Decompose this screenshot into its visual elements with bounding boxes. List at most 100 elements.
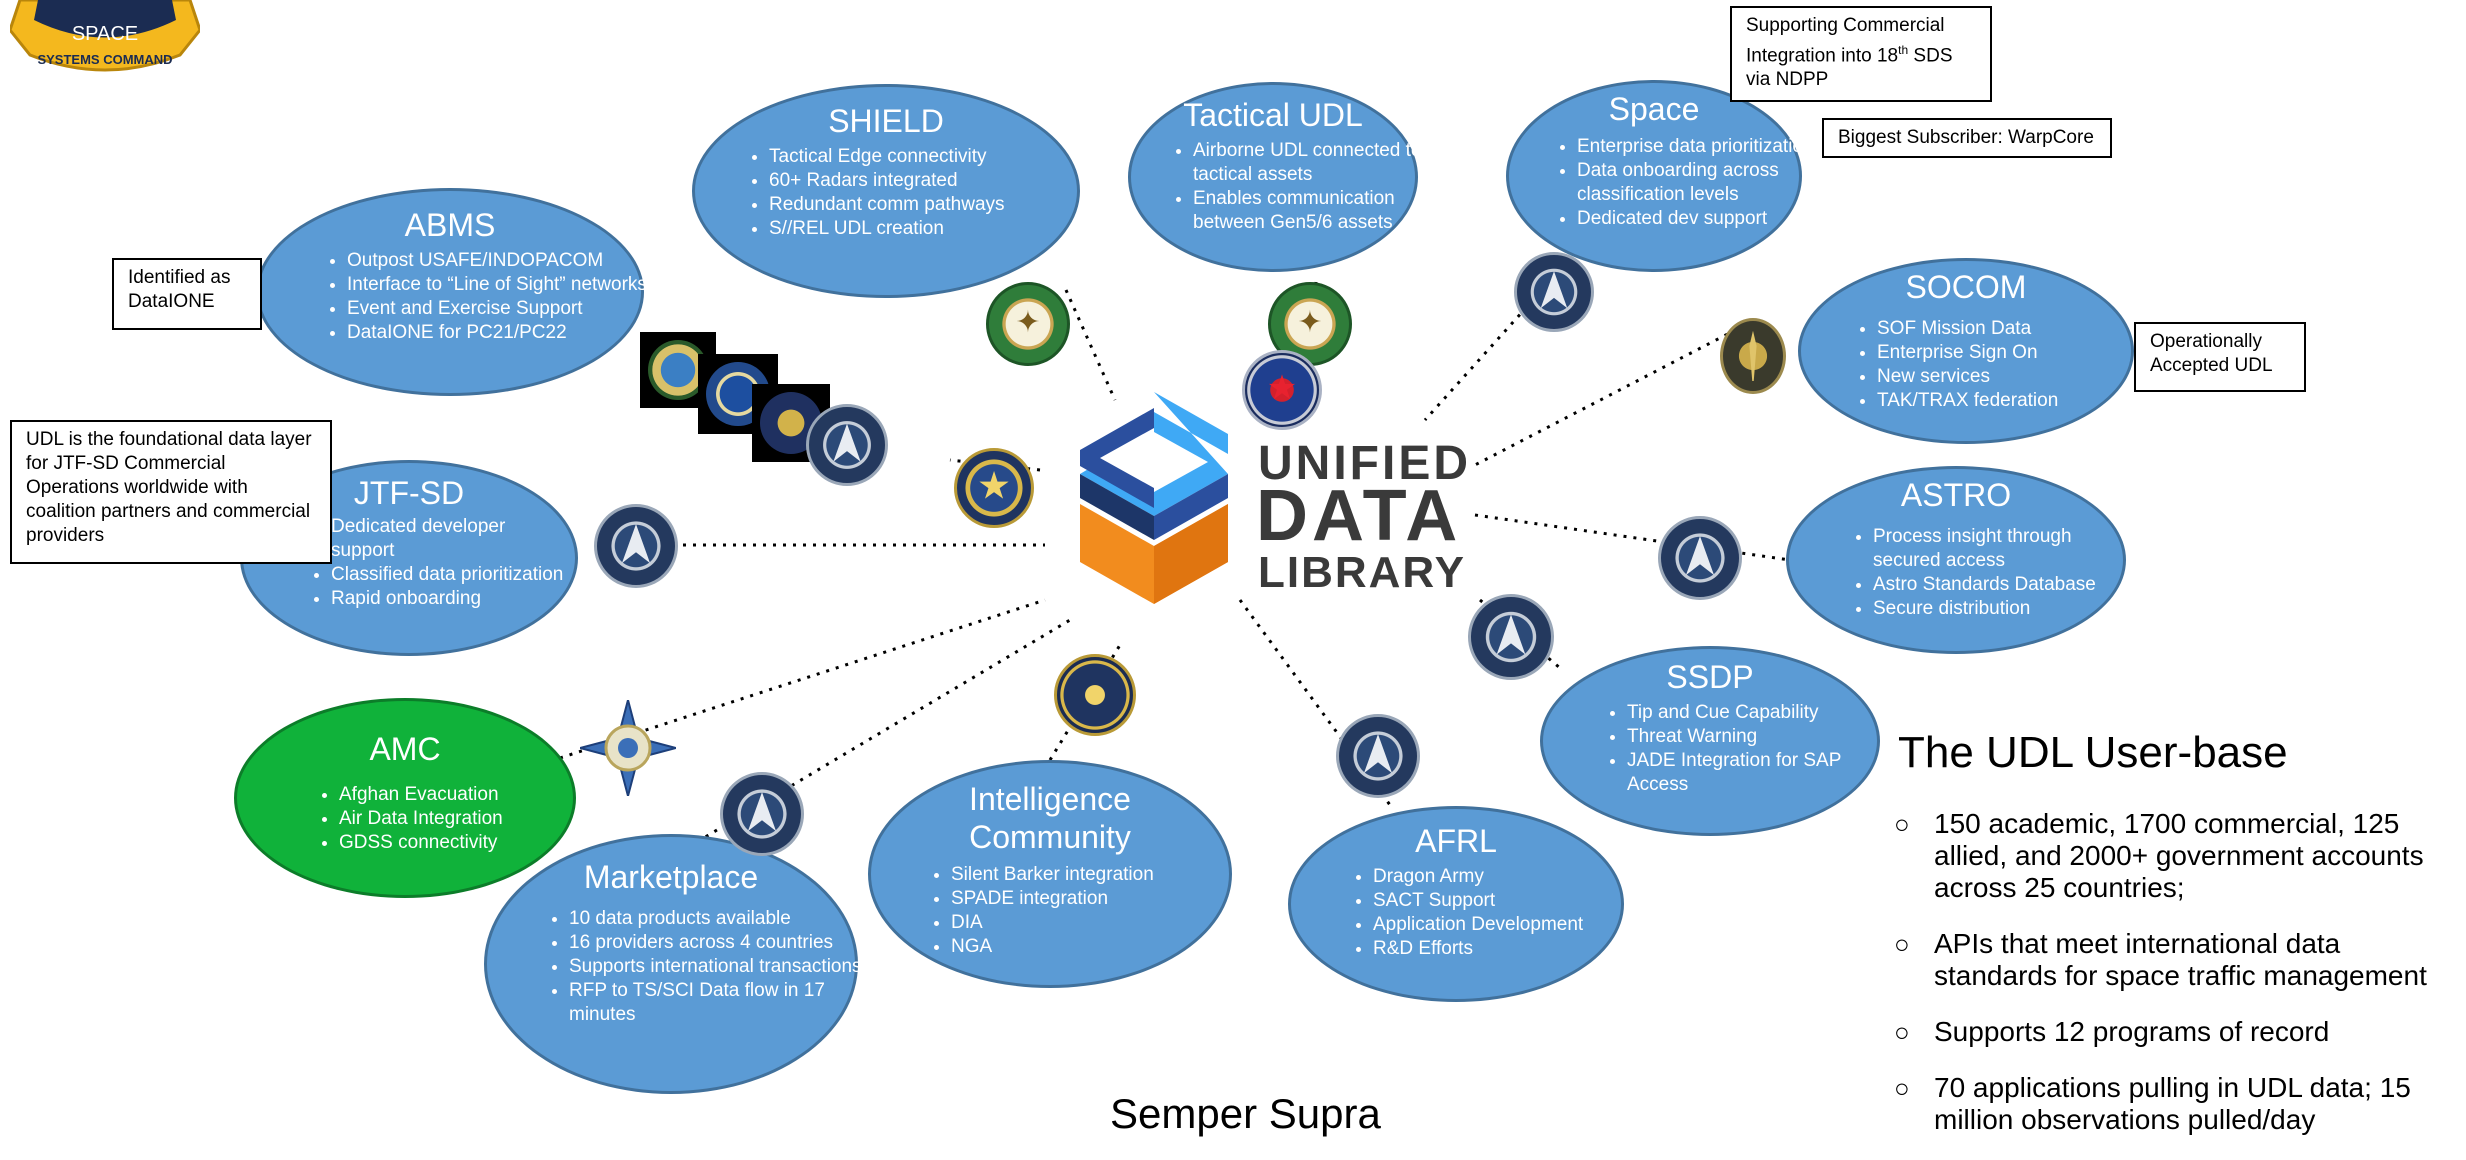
summary-list: ○ 150 academic, 1700 commercial, 125 alli… — [1894, 808, 2454, 1160]
central-command-seal-icon — [986, 282, 1070, 366]
list-item: Enterprise data prioritization — [1577, 135, 1827, 159]
node-list: Dragon Army SACT Support Application Dev… — [1347, 865, 1643, 961]
list-item: GDSS connectivity — [339, 831, 579, 855]
bullet-icon: ○ — [1894, 929, 1910, 959]
callout-superscript: th — [1898, 43, 1909, 57]
node-shield: SHIELD Tactical Edge connectivity 60+ Ra… — [692, 84, 1080, 298]
list-item: 60+ Radars integrated — [769, 169, 1089, 193]
node-title: Intelligence — [969, 781, 1131, 817]
bullet-icon: ○ — [1894, 1073, 1910, 1103]
list-item: ○ Supports 12 programs of record — [1894, 1016, 2454, 1048]
space-force-seal-icon — [806, 404, 888, 486]
node-abms: ABMS Outpost USAFE/INDOPACOM Interface t… — [256, 188, 647, 396]
callout-warpcore: Biggest Subscriber: WarpCore — [1822, 118, 2112, 158]
space-force-seal-icon — [594, 504, 678, 588]
list-item: R&D Efforts — [1373, 937, 1643, 961]
list-item: Process insight through secured access — [1873, 525, 2119, 573]
node-afrl: AFRL Dragon Army SACT Support Applicatio… — [1288, 806, 1624, 1002]
summary-text: 70 applications pulling in UDL data; 15 … — [1934, 1072, 2411, 1135]
nro-seal-icon — [954, 448, 1034, 528]
node-space: Space Enterprise data prioritization Dat… — [1506, 80, 1814, 272]
callout-text-2: SDS via NDPP — [1746, 45, 1953, 91]
node-list: Dedicated developer support Classified d… — [305, 515, 567, 611]
list-item: Classified data prioritization — [331, 563, 567, 587]
list-item: S//REL UDL creation — [769, 217, 1089, 241]
list-item: SPADE integration — [951, 887, 1241, 911]
list-item: Tactical Edge connectivity — [769, 145, 1089, 169]
list-item: Threat Warning — [1627, 725, 1873, 749]
list-item: 16 providers across 4 countries — [569, 931, 879, 955]
bullet-icon: ○ — [1894, 809, 1910, 839]
node-title: Marketplace — [583, 859, 759, 895]
node-socom: SOCOM SOF Mission Data Enterprise Sign O… — [1798, 258, 2134, 444]
list-item: Event and Exercise Support — [347, 297, 647, 321]
node-ssdp: SSDP Tip and Cue Capability Threat Warni… — [1540, 646, 1880, 836]
list-item: Enterprise Sign On — [1877, 341, 2137, 365]
hub-title-library: LIBRARY — [1258, 548, 1466, 597]
node-list: Tip and Cue Capability Threat Warning JA… — [1601, 701, 1873, 797]
bullet-icon: ○ — [1894, 1017, 1910, 1047]
node-list: Outpost USAFE/INDOPACOM Interface to “Li… — [321, 249, 647, 345]
summary-text: 150 academic, 1700 commercial, 125 allie… — [1934, 808, 2424, 903]
node-amc: AMC Afghan Evacuation Air Data Integrati… — [234, 698, 576, 898]
list-item: Afghan Evacuation — [339, 783, 579, 807]
list-item: Data onboarding across classification le… — [1577, 159, 1827, 207]
list-item: Redundant comm pathways — [769, 193, 1089, 217]
node-list: Enterprise data prioritization Data onbo… — [1551, 135, 1827, 231]
node-list: 10 data products available 16 providers … — [543, 907, 879, 1027]
node-title: ABMS — [404, 207, 496, 243]
list-item: ○ APIs that meet international data stand… — [1894, 928, 2454, 992]
list-item: TAK/TRAX federation — [1877, 389, 2137, 413]
list-item: Application Development — [1373, 913, 1643, 937]
list-item: Dedicated dev support — [1577, 207, 1827, 231]
space-force-seal-icon — [720, 772, 804, 856]
space-systems-command-logo: SPACE SYSTEMS COMMAND — [10, 0, 200, 72]
corner-logo-text-space: SPACE — [72, 23, 138, 45]
node-title-line2: Community — [969, 819, 1131, 855]
node-list: Afghan Evacuation Air Data Integration G… — [313, 783, 579, 855]
node-title: ASTRO — [1900, 477, 2012, 513]
node-marketplace: Marketplace 10 data products available 1… — [484, 834, 862, 1094]
list-item: Dragon Army — [1373, 865, 1643, 889]
list-item: SACT Support — [1373, 889, 1643, 913]
udl-hub-logo — [1080, 392, 1228, 604]
list-item: JADE Integration for SAP Access — [1627, 749, 1873, 797]
callout-commercial-integration: Supporting Commercial Integration into 1… — [1730, 6, 1992, 102]
dni-seal-icon — [1054, 654, 1136, 736]
footer-motto: Semper Supra — [1110, 1090, 1381, 1137]
list-item: Outpost USAFE/INDOPACOM — [347, 249, 647, 273]
list-item: Secure distribution — [1873, 597, 2119, 621]
node-title: AFRL — [1415, 823, 1497, 859]
node-title: Tactical UDL — [1183, 97, 1363, 133]
list-item: Tip and Cue Capability — [1627, 701, 1873, 725]
list-item: DIA — [951, 911, 1241, 935]
summary-title: The UDL User-base — [1898, 728, 2288, 777]
callout-operationally-accepted: Operationally Accepted UDL — [2134, 322, 2306, 392]
list-item: Dedicated developer support — [331, 515, 567, 563]
hub-title-unified: UNIFIED — [1258, 437, 1471, 490]
list-item: Silent Barker integration — [951, 863, 1241, 887]
corner-logo-text-ssc: SYSTEMS COMMAND — [37, 52, 172, 67]
node-title: AMC — [369, 731, 441, 767]
node-title: JTF-SD — [353, 475, 465, 511]
node-title: SHIELD — [828, 103, 944, 139]
amc-compass-emblem-icon — [580, 700, 676, 796]
node-jtf-sd: JTF-SD Dedicated developer support Class… — [240, 460, 578, 656]
spacecom-seal-icon — [1242, 350, 1322, 430]
list-item: Interface to “Line of Sight” networks — [347, 273, 647, 297]
list-item: Supports international transactions — [569, 955, 879, 979]
node-list: Tactical Edge connectivity 60+ Radars in… — [743, 145, 1089, 241]
node-title: SSDP — [1666, 659, 1754, 695]
node-list: SOF Mission Data Enterprise Sign On New … — [1851, 317, 2137, 413]
summary-text: Supports 12 programs of record — [1934, 1016, 2330, 1047]
list-item: RFP to TS/SCI Data flow in 17 minutes — [569, 979, 879, 1027]
summary-text: APIs that meet international data standa… — [1934, 928, 2427, 991]
list-item: Rapid onboarding — [331, 587, 567, 611]
node-tactical-udl: Tactical UDL Airborne UDL connected to t… — [1128, 82, 1421, 272]
list-item: SOF Mission Data — [1877, 317, 2137, 341]
list-item: Air Data Integration — [339, 807, 579, 831]
callout-text: Supporting Commercial Integration into 1… — [1746, 15, 1945, 67]
node-list: Process insight through secured access A… — [1847, 525, 2119, 621]
node-intelligence-community: Intelligence Community Silent Barker int… — [868, 760, 1232, 988]
callout-jtf-sd-foundation: UDL is the foundational data layer for J… — [10, 420, 332, 564]
